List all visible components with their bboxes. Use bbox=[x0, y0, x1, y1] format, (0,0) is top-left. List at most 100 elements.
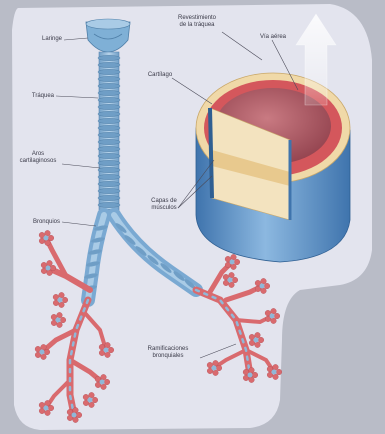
label-cartilage: Cartílago bbox=[140, 72, 180, 79]
alveolus bbox=[264, 283, 270, 289]
alveolus bbox=[231, 254, 237, 260]
alveolus bbox=[41, 344, 47, 350]
alveolus-center bbox=[212, 366, 217, 371]
alveolus-center bbox=[88, 398, 93, 403]
alveolus bbox=[105, 352, 111, 358]
alveolus bbox=[101, 384, 107, 390]
cartilage-ring bbox=[98, 146, 120, 151]
alveolus-center bbox=[228, 278, 233, 283]
label-bronchi-text: Bronquios bbox=[33, 219, 60, 225]
alveolus bbox=[261, 278, 267, 284]
cartilage-ring bbox=[98, 153, 120, 158]
cartilage-ring bbox=[98, 76, 120, 81]
alveolus bbox=[47, 270, 53, 276]
cartilage-ring bbox=[98, 55, 120, 60]
label-lining: Revestimientode la tráquea bbox=[166, 15, 228, 29]
alveolus-center bbox=[254, 338, 259, 343]
label-cartilage-text: Cartílago bbox=[148, 72, 172, 78]
alveolus bbox=[92, 397, 98, 403]
alveolus bbox=[273, 364, 279, 370]
alveolus bbox=[255, 332, 261, 338]
alveolus-center bbox=[100, 380, 105, 385]
alveolus bbox=[273, 374, 279, 380]
cartilage-ring bbox=[98, 132, 120, 137]
alveolus-center bbox=[272, 370, 277, 375]
alveolus bbox=[234, 259, 240, 265]
alveolus-center bbox=[230, 260, 235, 265]
label-cartilage-rings-line1: Aros bbox=[10, 151, 66, 158]
label-trachea-text: Tráquea bbox=[32, 93, 54, 99]
cartilage-ring bbox=[98, 97, 120, 102]
label-lining-line1: Revestimiento bbox=[166, 15, 228, 22]
cartilage-ring bbox=[98, 188, 120, 193]
label-larynx: Laringe bbox=[22, 36, 62, 43]
label-airway: Vía aérea bbox=[250, 34, 296, 41]
alveolus-center bbox=[56, 318, 61, 323]
alveolus bbox=[45, 410, 51, 416]
cartilage-ring bbox=[98, 167, 120, 172]
label-airway-text: Vía aérea bbox=[260, 34, 286, 40]
alveolus bbox=[89, 402, 95, 408]
alveolus bbox=[45, 240, 51, 246]
alveolus-center bbox=[40, 350, 45, 355]
alveolus bbox=[229, 282, 235, 288]
alveolus bbox=[48, 235, 54, 241]
alveolus bbox=[73, 407, 79, 413]
cartilage-ring bbox=[98, 181, 120, 186]
alveolus-center bbox=[260, 284, 265, 289]
label-muscle-layers-line2: músculos bbox=[144, 205, 184, 212]
label-bronchial-branches-line1: Ramificaciones bbox=[134, 346, 202, 353]
alveolus bbox=[276, 369, 282, 375]
cartilage-ring bbox=[98, 104, 120, 109]
alveolus bbox=[271, 318, 277, 324]
cartilage-ring bbox=[98, 125, 120, 130]
cartilage-ring bbox=[98, 118, 120, 123]
label-cartilage-rings-line2: cartilaginosos bbox=[10, 158, 66, 165]
alveolus bbox=[47, 260, 53, 266]
cartilage-ring bbox=[98, 160, 120, 165]
alveolus-center bbox=[248, 373, 253, 378]
alveolus bbox=[229, 272, 235, 278]
alveolus bbox=[45, 230, 51, 236]
label-bronchi: Bronquios bbox=[14, 219, 60, 226]
alveolus bbox=[59, 292, 65, 298]
alveolus bbox=[41, 354, 47, 360]
alveolus bbox=[48, 405, 54, 411]
label-trachea: Tráquea bbox=[14, 93, 54, 100]
alveolus-center bbox=[270, 314, 275, 319]
alveolus bbox=[271, 308, 277, 314]
alveolus bbox=[105, 342, 111, 348]
cartilage-ring bbox=[98, 62, 120, 67]
alveolus bbox=[62, 297, 68, 303]
alveolus bbox=[231, 264, 237, 270]
alveolus bbox=[57, 312, 63, 318]
alveolus bbox=[76, 412, 82, 418]
label-bronchial-branches-line2: bronquiales bbox=[134, 353, 202, 360]
cartilage-ring bbox=[98, 90, 120, 95]
cartilage-rings bbox=[98, 55, 120, 214]
alveolus bbox=[108, 347, 114, 353]
cartilage-ring bbox=[98, 195, 120, 200]
alveolus bbox=[89, 392, 95, 398]
alveolus bbox=[213, 370, 219, 376]
alveolus bbox=[45, 400, 51, 406]
alveolus-center bbox=[46, 266, 51, 271]
alveolus bbox=[57, 322, 63, 328]
alveolus bbox=[101, 374, 107, 380]
alveolus bbox=[213, 360, 219, 366]
alveolus bbox=[60, 317, 66, 323]
alveolus bbox=[249, 367, 255, 373]
alveolus bbox=[252, 372, 258, 378]
cartilage-ring bbox=[98, 174, 120, 179]
alveolus-center bbox=[104, 348, 109, 353]
alveolus bbox=[249, 377, 255, 383]
alveolus bbox=[274, 313, 280, 319]
alveolus bbox=[258, 337, 264, 343]
cartilage-ring bbox=[98, 111, 120, 116]
cartilage-ring bbox=[98, 139, 120, 144]
alveolus bbox=[44, 349, 50, 355]
